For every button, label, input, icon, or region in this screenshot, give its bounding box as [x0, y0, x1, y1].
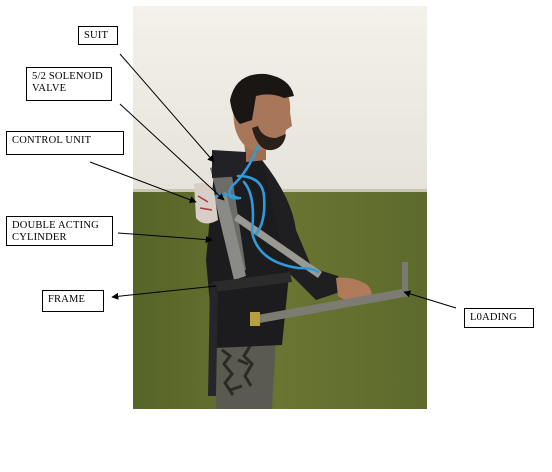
label-control-unit: CONTROL UNIT	[6, 131, 124, 155]
control-unit-arrow	[89, 161, 197, 204]
loading-bar-end	[402, 262, 408, 296]
label-double-acting-cylinder: DOUBLE ACTING CYLINDER	[6, 216, 113, 246]
hip-frame	[212, 272, 292, 292]
control-unit-box	[194, 182, 218, 224]
solenoid-valve-arrow	[119, 103, 225, 201]
arm-rod	[234, 214, 322, 278]
cylinder-body	[214, 192, 246, 280]
hip-frame-side	[208, 284, 218, 396]
loading-arrow	[403, 290, 457, 309]
photograph	[133, 6, 427, 409]
loading-bar-cap	[250, 312, 260, 326]
double-acting-cylinder-arrow	[117, 232, 213, 244]
suit-strap	[212, 150, 246, 178]
loading-bar	[252, 288, 410, 324]
beard	[252, 126, 286, 151]
label-solenoid-valve: 5/2 SOLENOID VALVE	[26, 67, 112, 101]
suit-arrow	[119, 53, 215, 163]
label-suit: SUIT	[78, 26, 118, 45]
frame-arrow	[111, 285, 217, 300]
hair	[230, 73, 294, 124]
leader-lines	[89, 53, 457, 309]
label-loading: L0ADING	[464, 308, 534, 328]
label-frame: FRAME	[42, 290, 104, 312]
arm	[262, 160, 340, 300]
